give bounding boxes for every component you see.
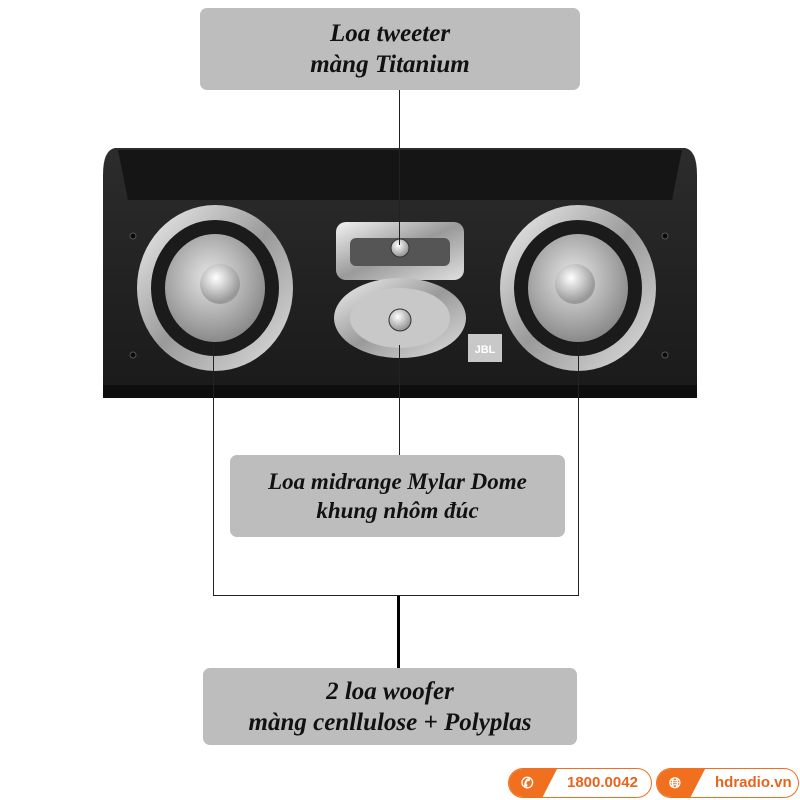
jbl-badge: JBL	[468, 334, 502, 362]
tweeter-label-line1: Loa tweeter	[329, 20, 451, 47]
phone-icon: ✆	[509, 769, 557, 797]
left-woofer	[137, 205, 293, 371]
website-url: hdradio.vn	[715, 774, 792, 791]
midrange	[334, 278, 466, 358]
midrange-pointer	[399, 345, 400, 455]
woofer-label-line1: 2 loa woofer	[326, 677, 454, 705]
hotline-number: 1800.0042	[567, 774, 638, 791]
woofer-stem	[397, 596, 400, 668]
tweeter-label: Loa tweeter màng Titanium	[200, 8, 580, 90]
woofer-label-line2: màng cenllulose + Polyplas	[248, 708, 532, 736]
right-woofer-pointer	[578, 345, 579, 596]
svg-text:JBL: JBL	[475, 344, 496, 356]
midrange-label-line1: Loa midrange Mylar Dome	[268, 469, 527, 494]
right-woofer	[500, 205, 656, 371]
midrange-label: Loa midrange Mylar Dome khung nhôm đúc	[230, 455, 565, 537]
tweeter-label-line2: màng Titanium	[310, 51, 470, 78]
midrange-label-line2: khung nhôm đúc	[316, 498, 479, 523]
hotline-badge[interactable]: ✆ 1800.0042	[508, 768, 652, 798]
woofer-connector	[213, 595, 579, 596]
woofer-label: 2 loa woofer màng cenllulose + Polyplas	[203, 668, 577, 745]
left-woofer-pointer	[213, 345, 214, 596]
globe-icon: 🌐︎	[657, 769, 705, 797]
tweeter	[336, 222, 464, 280]
tweeter-pointer	[399, 90, 400, 245]
website-badge[interactable]: 🌐︎ hdradio.vn	[656, 768, 799, 798]
